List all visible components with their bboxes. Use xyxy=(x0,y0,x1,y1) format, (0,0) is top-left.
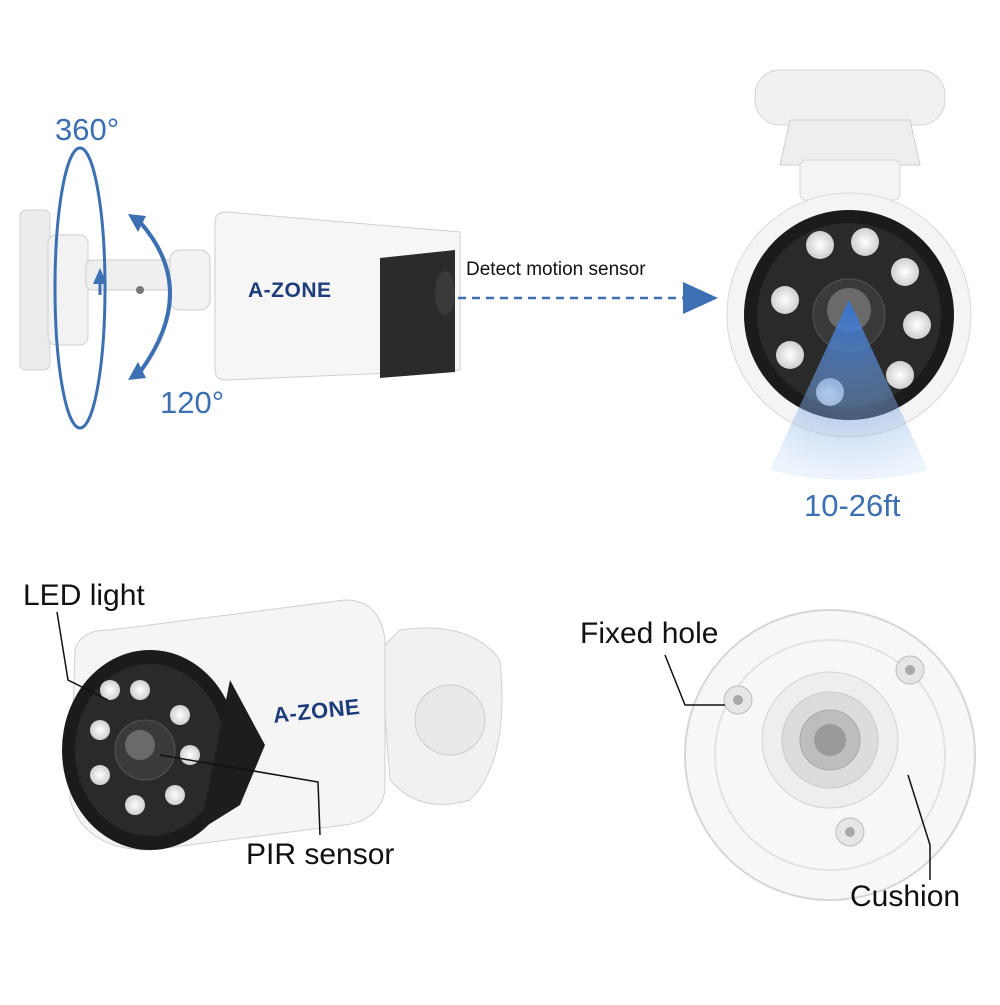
pir-callout-line xyxy=(159,754,321,836)
camera-side-view xyxy=(19,209,461,381)
fixed-hole-label: Fixed hole xyxy=(580,617,719,650)
cushion-callout-line xyxy=(907,774,931,880)
detection-range-label: 10-26ft xyxy=(804,488,901,523)
rotation-360-label: 360° xyxy=(55,112,120,147)
brand-logo-side: A-ZONE xyxy=(248,279,332,302)
rotation-360-indicator xyxy=(53,146,107,430)
mount-base xyxy=(684,609,976,901)
detect-motion-label: Detect motion sensor xyxy=(466,259,646,280)
camera-front-view xyxy=(726,69,972,480)
tilt-120-label: 120° xyxy=(160,385,225,420)
camera-angled-view xyxy=(62,599,503,851)
fixed-hole-callout-line xyxy=(664,654,725,706)
led-light-label: LED light xyxy=(23,579,145,612)
pir-sensor-label: PIR sensor xyxy=(246,838,395,871)
led-callout-line xyxy=(56,611,109,701)
cushion-label: Cushion xyxy=(850,880,961,913)
motion-arrow xyxy=(458,282,718,314)
fixed-hole-marks xyxy=(723,655,925,847)
tilt-120-indicator xyxy=(128,214,172,380)
